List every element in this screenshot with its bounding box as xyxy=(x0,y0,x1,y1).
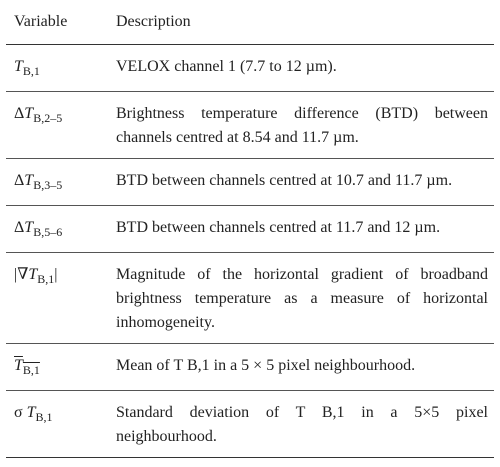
symbol: T xyxy=(14,58,23,75)
table-row: σ TB,1 Standard deviation of T B,1 in a … xyxy=(6,390,494,458)
variable-cell: σ TB,1 xyxy=(6,390,110,458)
symbol-suffix: | xyxy=(54,266,58,283)
description-cell: Magnitude of the horizontal gradient of … xyxy=(110,252,494,344)
symbol: T xyxy=(24,219,34,236)
symbol-subscript: B,1 xyxy=(22,363,40,377)
table-header-row: Variable Description xyxy=(6,0,494,45)
variable-cell: |∇TB,1| xyxy=(6,252,110,344)
table-row: TB,1 Mean of T B,1 in a 5 × 5 pixel neig… xyxy=(6,343,494,391)
variable-cell: ΔTB,3–5 xyxy=(6,158,110,206)
symbol-subscript: B,1 xyxy=(37,272,55,286)
symbol: T xyxy=(24,172,34,189)
table-row: ΔTB,5–6 BTD between channels centred at … xyxy=(6,205,494,253)
description-cell: Standard deviation of T B,1 in a 5×5 pix… xyxy=(110,390,494,458)
symbol-subscript: B,2–5 xyxy=(33,111,63,125)
variable-cell: ΔTB,5–6 xyxy=(6,205,110,253)
variable-cell: TB,1 xyxy=(6,44,110,92)
table-row: ΔTB,3–5 BTD between channels centred at … xyxy=(6,158,494,206)
description-cell: VELOX channel 1 (7.7 to 12 µm). xyxy=(110,44,494,92)
variables-table: Variable Description TB,1 VELOX channel … xyxy=(6,0,494,458)
description-cell: Brightness temperature difference (BTD) … xyxy=(110,91,494,159)
symbol-subscript: B,3–5 xyxy=(33,178,63,192)
symbol-prefix: Δ xyxy=(14,105,25,122)
header-description: Description xyxy=(110,0,494,45)
variable-cell: ΔTB,2–5 xyxy=(6,91,110,159)
table-row: |∇TB,1| Magnitude of the horizontal grad… xyxy=(6,252,494,344)
symbol-prefix: Δ xyxy=(14,172,25,189)
header-variable: Variable xyxy=(6,0,110,45)
symbol: T xyxy=(14,357,23,374)
symbol-subscript: B,1 xyxy=(22,64,40,78)
symbol-subscript: B,1 xyxy=(35,410,53,424)
description-cell: Mean of T B,1 in a 5 × 5 pixel neighbour… xyxy=(110,343,494,391)
description-cell: BTD between channels centred at 11.7 and… xyxy=(110,205,494,253)
description-cell: BTD between channels centred at 10.7 and… xyxy=(110,158,494,206)
symbol: T xyxy=(24,105,34,122)
symbol-prefix: |∇ xyxy=(14,266,29,283)
table-row: TB,1 VELOX channel 1 (7.7 to 12 µm). xyxy=(6,44,494,92)
symbol: T xyxy=(26,404,36,421)
symbol-subscript: B,5–6 xyxy=(33,225,63,239)
variable-cell: TB,1 xyxy=(6,343,110,391)
symbol-prefix: Δ xyxy=(14,219,25,236)
table-row: ΔTB,2–5 Brightness temperature differenc… xyxy=(6,91,494,159)
symbol-prefix: σ xyxy=(14,404,27,421)
overline-symbol: TB,1 xyxy=(14,357,40,377)
symbol: T xyxy=(28,266,38,283)
